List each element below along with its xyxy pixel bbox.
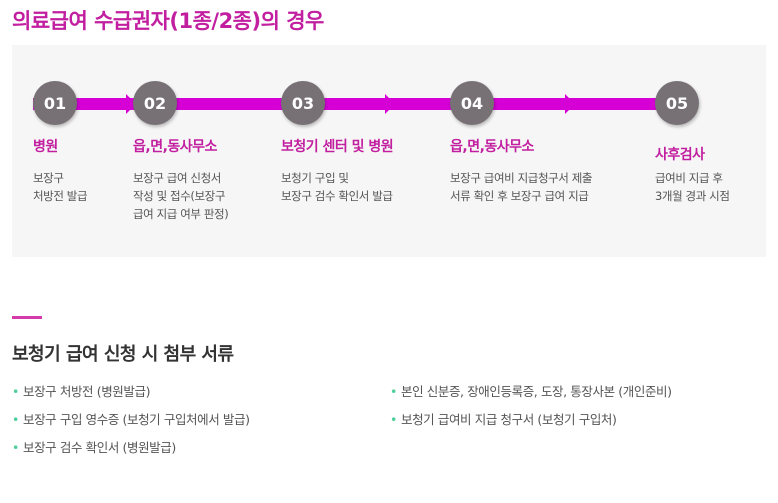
step-2: 읍,면,동사무소 보장구 급여 신청서 작성 및 접수(보장구 급여 지급 여부… — [133, 136, 313, 223]
step-title: 사후검사 — [655, 147, 705, 163]
list-item: •보장구 검수 확인서 (병원발급) — [12, 440, 176, 455]
list-item: •보장구 구입 영수증 (보청기 구입처에서 발급) — [12, 412, 250, 427]
step-number-02: 02 — [133, 81, 177, 125]
step-title: 보청기 센터 및 병원 — [281, 139, 394, 155]
step-description: 보장구 급여 신청서 작성 및 접수(보장구 급여 지급 여부 판정) — [133, 171, 229, 221]
step-title: 병원 — [33, 139, 58, 155]
bullet-icon: • — [12, 412, 19, 427]
step-title: 읍,면,동사무소 — [450, 139, 534, 155]
step-5: 사후검사 급여비 지급 후 3개월 경과 시점 — [655, 144, 765, 205]
section-accent-line — [12, 316, 42, 319]
chevron-right-icon — [565, 94, 575, 114]
step-description: 급여비 지급 후 3개월 경과 시점 — [655, 171, 730, 203]
list-item: •본인 신분증, 장애인등록증, 도장, 통장사본 (개인준비) — [390, 384, 672, 399]
list-item: •보장구 처방전 (병원발급) — [12, 384, 151, 399]
page-title: 의료급여 수급권자(1종/2종)의 경우 — [12, 9, 324, 33]
step-1: 병원 보장구 처방전 발급 — [33, 136, 213, 205]
step-number-04: 04 — [450, 81, 494, 125]
step-number-01: 01 — [33, 81, 77, 125]
progress-connector — [33, 98, 663, 110]
step-description: 보청기 구입 및 보장구 검수 확인서 발급 — [281, 171, 393, 203]
step-description: 보장구 처방전 발급 — [33, 171, 88, 203]
bullet-icon: • — [12, 440, 19, 455]
list-item: •보청기 급여비 지급 청구서 (보청기 구입처) — [390, 412, 617, 427]
bullet-icon: • — [390, 384, 397, 399]
chevron-right-icon — [126, 94, 136, 114]
step-3: 보청기 센터 및 병원 보청기 구입 및 보장구 검수 확인서 발급 — [281, 136, 461, 205]
process-panel — [12, 45, 766, 257]
step-title: 읍,면,동사무소 — [133, 139, 217, 155]
step-number-03: 03 — [281, 81, 325, 125]
documents-list-right: •본인 신분증, 장애인등록증, 도장, 통장사본 (개인준비) •보청기 급여… — [390, 378, 672, 434]
step-number-05: 05 — [655, 81, 699, 125]
documents-list-left: •보장구 처방전 (병원발급) •보장구 구입 영수증 (보청기 구입처에서 발… — [12, 378, 250, 462]
bullet-icon: • — [390, 412, 397, 427]
chevron-right-icon — [385, 94, 395, 114]
step-4: 읍,면,동사무소 보장구 급여비 지급청구서 제출 서류 확인 후 보장구 급여… — [450, 136, 630, 205]
bullet-icon: • — [12, 384, 19, 399]
section-title: 보청기 급여 신청 시 첨부 서류 — [12, 344, 234, 365]
step-description: 보장구 급여비 지급청구서 제출 서류 확인 후 보장구 급여 지급 — [450, 171, 593, 203]
